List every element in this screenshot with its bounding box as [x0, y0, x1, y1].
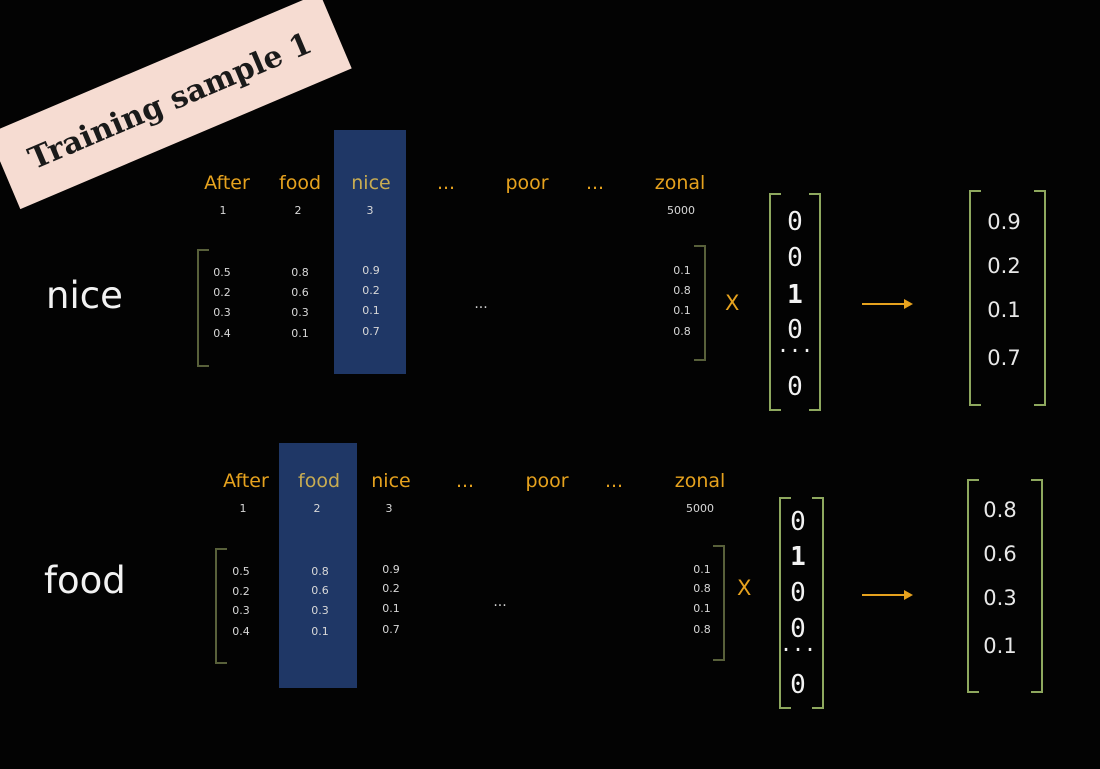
- matrix-cell: 0.1: [693, 563, 711, 576]
- one-hot-value: 1: [787, 280, 803, 310]
- matrix-cell: 0.4: [232, 625, 250, 638]
- vocab-word-ellipsis: ...: [604, 470, 624, 492]
- result-value: 0.1: [987, 298, 1021, 322]
- vocab-word-poor: poor: [505, 172, 549, 194]
- vocab-word-nice: nice: [351, 172, 391, 194]
- result-value: 0.7: [987, 346, 1021, 370]
- matrix-cell: 0.2: [382, 582, 400, 595]
- vocab-word-after: After: [204, 172, 250, 194]
- matrix-cell: 0.6: [311, 584, 329, 597]
- matrix-cell: 0.1: [673, 264, 691, 277]
- one-hot-value: 0: [790, 578, 806, 608]
- multiply-sign: X: [737, 576, 752, 600]
- vocab-word-ellipsis: ...: [585, 172, 605, 194]
- result-left-bracket: [969, 190, 981, 406]
- sample-label-food: food: [44, 559, 126, 602]
- matrix-cell: 0.3: [311, 604, 329, 617]
- one-hot-value: ...: [779, 632, 817, 656]
- matrix-cell: 0.6: [291, 286, 309, 299]
- vocab-word-zonal: zonal: [674, 470, 726, 492]
- result-value: 0.3: [983, 586, 1017, 610]
- matrix-cell: 0.7: [362, 325, 380, 338]
- matrix-left-bracket: [215, 548, 227, 664]
- matrix-cell: 0.5: [232, 565, 250, 578]
- matrix-cell: 0.1: [311, 625, 329, 638]
- vocab-index: 2: [294, 204, 302, 217]
- vocab-word-nice: nice: [371, 470, 411, 492]
- result-value: 0.9: [987, 210, 1021, 234]
- matrix-cell: 0.2: [362, 284, 380, 297]
- matrix-cell: 0.8: [693, 582, 711, 595]
- matrix-cell: 0.3: [291, 306, 309, 319]
- one-hot-value: 0: [790, 670, 806, 700]
- matrix-right-bracket: [694, 245, 706, 361]
- one-hot-value: 0: [787, 315, 803, 345]
- vocab-word-food: food: [279, 172, 321, 194]
- one-hot-left-bracket: [779, 497, 791, 709]
- result-value: 0.6: [983, 542, 1017, 566]
- vocab-index: 3: [366, 204, 374, 217]
- vocab-index: 1: [219, 204, 227, 217]
- vocab-index: 2: [313, 502, 321, 515]
- vocab-word-ellipsis: ...: [436, 172, 456, 194]
- one-hot-value: 0: [790, 614, 806, 644]
- vocab-word-food: food: [298, 470, 340, 492]
- matrix-cell: 0.8: [291, 266, 309, 279]
- matrix-cell: 0.1: [382, 602, 400, 615]
- matrix-ellipsis: ...: [474, 296, 488, 312]
- matrix-cell: 0.5: [213, 266, 231, 279]
- matrix-cell: 0.9: [382, 563, 400, 576]
- one-hot-value: 1: [790, 542, 806, 572]
- title-text: Training sample 1: [23, 25, 317, 177]
- vocab-word-after: After: [223, 470, 269, 492]
- sample-label-nice: nice: [46, 274, 123, 317]
- one-hot-value: 0: [787, 243, 803, 273]
- arrow-icon: [862, 590, 913, 600]
- matrix-cell: 0.2: [213, 286, 231, 299]
- matrix-cell: 0.9: [362, 264, 380, 277]
- one-hot-value: 0: [787, 372, 803, 402]
- matrix-cell: 0.3: [232, 604, 250, 617]
- highlight-column-food: [279, 443, 357, 688]
- one-hot-right-bracket: [812, 497, 824, 709]
- matrix-cell: 0.8: [311, 565, 329, 578]
- multiply-sign: X: [725, 291, 740, 315]
- matrix-left-bracket: [197, 249, 209, 367]
- matrix-cell: 0.3: [213, 306, 231, 319]
- vocab-index: 1: [239, 502, 247, 515]
- vocab-index: 5000: [667, 204, 695, 217]
- matrix-cell: 0.8: [673, 325, 691, 338]
- one-hot-value: ...: [776, 333, 814, 357]
- matrix-cell: 0.1: [291, 327, 309, 340]
- vocab-index: 3: [385, 502, 393, 515]
- matrix-cell: 0.2: [232, 585, 250, 598]
- matrix-cell: 0.1: [362, 304, 380, 317]
- one-hot-value: 0: [787, 207, 803, 237]
- one-hot-right-bracket: [809, 193, 821, 411]
- vocab-index: 5000: [686, 502, 714, 515]
- one-hot-left-bracket: [769, 193, 781, 411]
- matrix-cell: 0.1: [693, 602, 711, 615]
- vocab-word-ellipsis: ...: [455, 470, 475, 492]
- arrow-icon: [862, 299, 913, 309]
- matrix-cell: 0.8: [673, 284, 691, 297]
- vocab-word-poor: poor: [525, 470, 569, 492]
- result-value: 0.8: [983, 498, 1017, 522]
- highlight-column-nice: [334, 130, 406, 374]
- result-right-bracket: [1034, 190, 1046, 406]
- result-right-bracket: [1031, 479, 1043, 693]
- result-value: 0.2: [987, 254, 1021, 278]
- matrix-cell: 0.7: [382, 623, 400, 636]
- matrix-right-bracket: [713, 545, 725, 661]
- matrix-ellipsis: ...: [493, 594, 507, 610]
- matrix-cell: 0.8: [693, 623, 711, 636]
- result-value: 0.1: [983, 634, 1017, 658]
- matrix-cell: 0.4: [213, 327, 231, 340]
- one-hot-value: 0: [790, 507, 806, 537]
- vocab-word-zonal: zonal: [654, 172, 706, 194]
- matrix-cell: 0.1: [673, 304, 691, 317]
- result-left-bracket: [967, 479, 979, 693]
